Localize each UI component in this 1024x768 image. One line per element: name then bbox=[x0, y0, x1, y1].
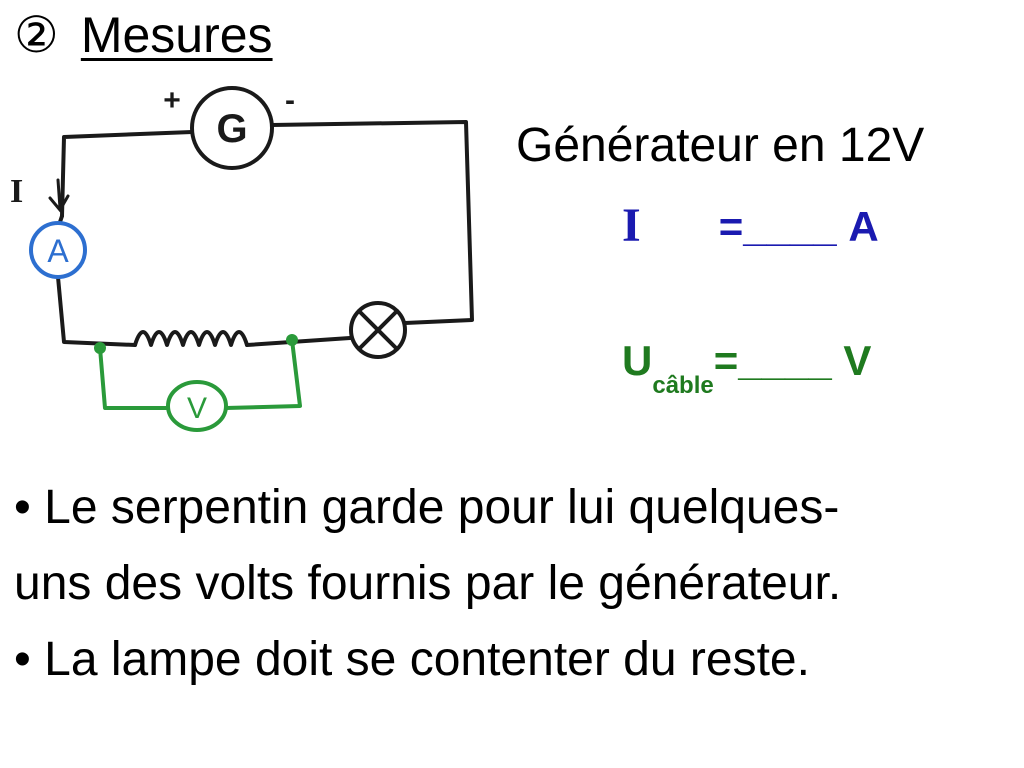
current-blank: ____ bbox=[743, 203, 837, 250]
lamp-symbol bbox=[349, 301, 407, 359]
circuit-diagram: I G + - A V bbox=[10, 84, 474, 432]
voltmeter-wire bbox=[98, 338, 302, 410]
voltage-subscript: câble bbox=[652, 372, 714, 399]
wire-coil-lamp bbox=[245, 336, 352, 347]
voltmeter-symbol bbox=[166, 380, 228, 432]
voltage-blank: ____ bbox=[738, 337, 832, 384]
bullet-line-1: • Le serpentin garde pour lui quelques- bbox=[14, 481, 840, 534]
coil bbox=[133, 330, 249, 347]
bullet-text: • Le serpentin garde pour lui quelques- … bbox=[14, 470, 1014, 698]
ammeter-symbol bbox=[29, 221, 87, 279]
wire-top-left bbox=[60, 130, 194, 218]
voltage-unit: V bbox=[843, 337, 872, 384]
wire-top-right bbox=[270, 120, 474, 325]
wire-left-lower bbox=[56, 275, 137, 347]
slide-title: ② Mesures bbox=[14, 10, 273, 60]
generator-setting: Générateur en 12V bbox=[516, 119, 925, 172]
voltmeter-node-right bbox=[286, 334, 298, 346]
generator-symbol bbox=[190, 86, 274, 170]
title-text: Mesures bbox=[80, 7, 273, 63]
generator-minus: - bbox=[285, 84, 295, 117]
current-label: I bbox=[10, 173, 23, 210]
voltage-symbol: U bbox=[622, 337, 653, 384]
current-equals: = bbox=[718, 203, 744, 250]
step-number: ② bbox=[14, 7, 59, 63]
bullet-line-3: • La lampe doit se contenter du reste. bbox=[14, 633, 810, 686]
generator-plus: + bbox=[163, 84, 181, 117]
ammeter-label: A bbox=[47, 233, 69, 269]
generator-label: G bbox=[216, 107, 247, 151]
current-arrow bbox=[48, 178, 70, 213]
voltmeter-node-left bbox=[94, 342, 106, 354]
voltage-equals: = bbox=[713, 337, 739, 384]
current-symbol: I bbox=[622, 199, 641, 252]
voltmeter-label: V bbox=[187, 392, 207, 425]
voltage-measure: Ucâble=____ V bbox=[622, 337, 872, 398]
bullet-line-2: uns des volts fournis par le générateur. bbox=[14, 557, 842, 610]
wire-left-upper bbox=[58, 214, 64, 224]
current-measure: I =____ A bbox=[622, 202, 879, 250]
current-unit: A bbox=[848, 203, 879, 250]
